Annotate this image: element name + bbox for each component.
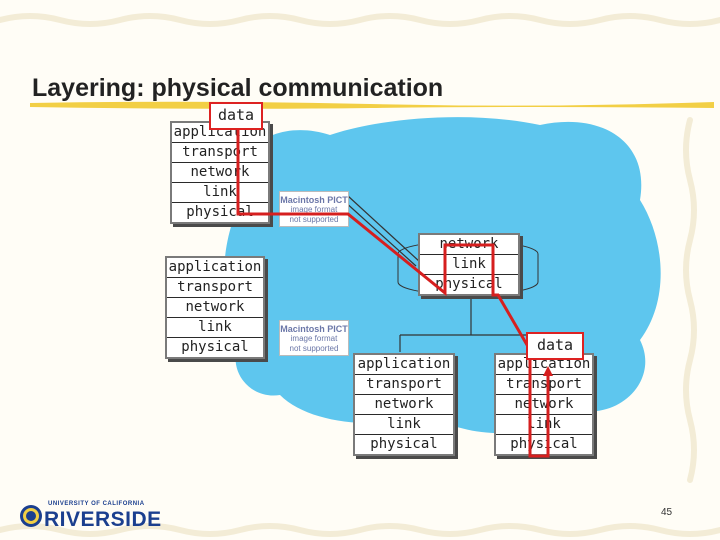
layer-physical: physical	[496, 435, 592, 454]
pict-placeholder-top: Macintosh PICT image format not supporte…	[279, 191, 349, 227]
layer-transport: transport	[496, 375, 592, 395]
layer-transport: transport	[172, 143, 268, 163]
pict-line1: Macintosh PICT	[280, 324, 348, 334]
layer-link: link	[172, 183, 268, 203]
layer-physical: physical	[420, 275, 518, 294]
layer-network: network	[167, 298, 263, 318]
slide-title: Layering: physical communication	[32, 74, 443, 103]
pict-line1: Macintosh PICT	[280, 195, 348, 205]
pict-line2: image format	[291, 334, 338, 343]
pict-line2: image format	[291, 205, 338, 214]
layer-physical: physical	[172, 203, 268, 222]
pict-placeholder-bottom: Macintosh PICT image format not supporte…	[279, 320, 349, 356]
host-stack-left: application transport network link physi…	[165, 256, 265, 359]
layer-link: link	[496, 415, 592, 435]
layer-network: network	[355, 395, 453, 415]
layer-application: application	[355, 355, 453, 375]
layer-network: network	[496, 395, 592, 415]
host-stack-bottom-middle: application transport network link physi…	[353, 353, 455, 456]
ucr-logo	[18, 500, 184, 532]
layer-link: link	[167, 318, 263, 338]
router-stack: network link physical	[418, 233, 520, 296]
layer-link: link	[420, 255, 518, 275]
layer-transport: transport	[167, 278, 263, 298]
host-stack-receiver: application transport network link physi…	[494, 353, 594, 456]
pict-line3: not supported	[290, 215, 339, 224]
layer-link: link	[355, 415, 453, 435]
host-stack-sender: application transport network link physi…	[170, 121, 270, 224]
pict-line3: not supported	[290, 344, 339, 353]
layer-application: application	[167, 258, 263, 278]
layer-physical: physical	[167, 338, 263, 357]
layer-network: network	[172, 163, 268, 183]
layer-network: network	[420, 235, 518, 255]
data-label-sender: data	[209, 102, 263, 130]
layer-physical: physical	[355, 435, 453, 454]
layer-transport: transport	[355, 375, 453, 395]
data-label-receiver: data	[526, 332, 584, 360]
